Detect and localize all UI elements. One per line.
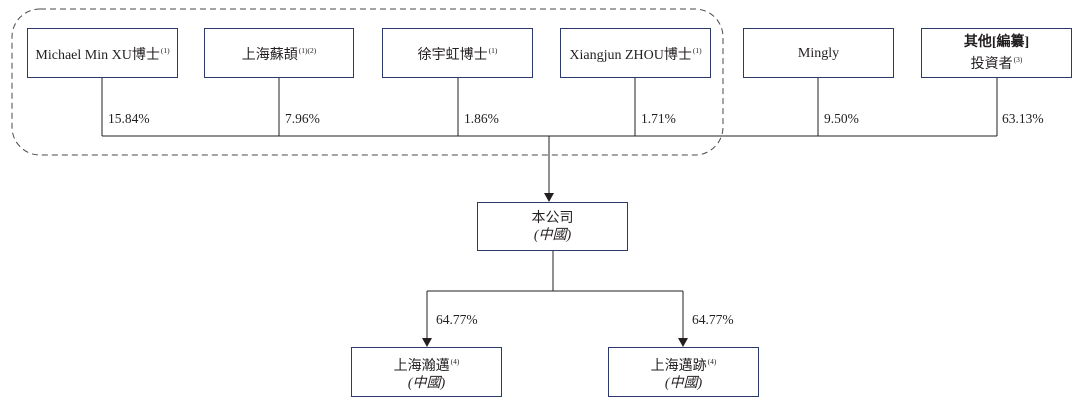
shareholder-box-zhou: Xiangjun ZHOU博士(1)	[560, 28, 711, 78]
shareholder-name-line1: 其他[編纂]	[963, 34, 1030, 50]
company-box: 本公司 (中國)	[477, 202, 628, 251]
shareholder-box-xu: Michael Min XU博士(1)	[27, 28, 178, 78]
subsidiary-place: (中國)	[407, 375, 446, 391]
concert-group-boundary	[11, 8, 724, 156]
shareholding-pct-4: 1.71%	[641, 111, 676, 126]
footnote-ref: (1)	[692, 46, 702, 55]
subsidiary-box-hanmai: 上海瀚邁(4) (中國)	[351, 347, 502, 397]
subsidiary-pct-2: 64.77%	[692, 312, 734, 327]
shareholding-pct-3: 1.86%	[464, 111, 499, 126]
footnote-ref: (4)	[450, 356, 460, 366]
shareholder-box-xu-yuhong: 徐宇虹博士(1)	[382, 28, 533, 78]
company-arrowhead	[544, 193, 554, 202]
subsidiary-name: 上海邁跡	[650, 358, 707, 374]
subsidiary-arrowhead-2	[678, 338, 688, 347]
subsidiary-name: 上海瀚邁	[393, 358, 450, 374]
company-place: (中國)	[533, 227, 572, 243]
subsidiary-pct-1: 64.77%	[436, 312, 478, 327]
shareholder-name: Michael Min XU博士	[35, 48, 160, 63]
footnote-ref: (4)	[707, 356, 717, 366]
subsidiary-arrowhead-1	[422, 338, 432, 347]
company-name: 本公司	[531, 210, 574, 226]
shareholder-name-line2: 投資者	[970, 56, 1013, 72]
shareholder-name: Xiangjun ZHOU博士	[569, 48, 692, 63]
shareholding-pct-5: 9.50%	[824, 111, 859, 126]
shareholder-box-other-investors: 其他[編纂] 投資者(3)	[921, 28, 1072, 78]
shareholder-name: 上海蘇頡	[241, 48, 298, 63]
shareholder-box-mingly: Mingly	[743, 28, 894, 78]
footnote-ref: (1)	[160, 46, 170, 55]
subsidiary-box-maiji: 上海邁跡(4) (中國)	[608, 347, 759, 397]
shareholder-name: Mingly	[797, 45, 840, 61]
footnote-ref: (3)	[1013, 54, 1023, 64]
shareholder-box-sujie: 上海蘇頡(1)(2)	[204, 28, 354, 78]
shareholding-pct-6: 63.13%	[1002, 111, 1044, 126]
subsidiary-place: (中國)	[664, 375, 703, 391]
footnote-ref: (1)(2)	[298, 46, 317, 55]
shareholding-pct-2: 7.96%	[285, 111, 320, 126]
shareholder-name: 徐宇虹博士	[417, 48, 488, 63]
shareholding-pct-1: 15.84%	[108, 111, 150, 126]
footnote-ref: (1)	[488, 46, 498, 55]
